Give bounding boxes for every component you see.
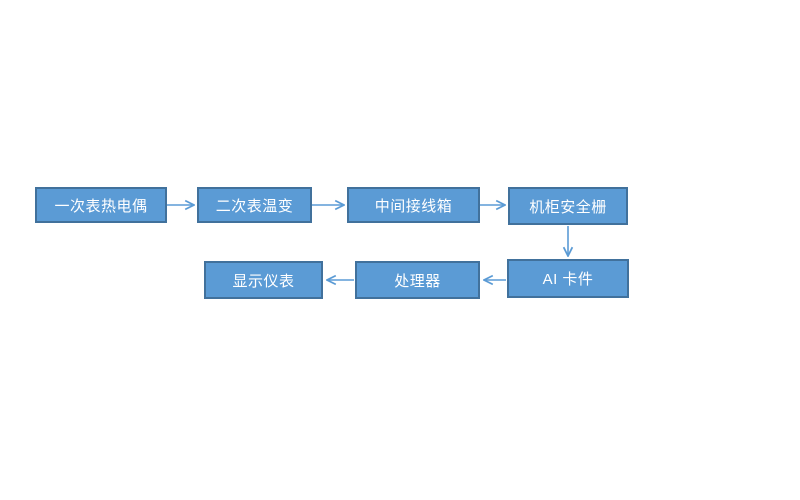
node-secondary-temp-transmitter: 二次表温变 [197, 187, 312, 223]
node-cabinet-safety-barrier: 机柜安全栅 [508, 187, 628, 225]
node-label: 二次表温变 [215, 197, 294, 215]
node-processor: 处理器 [355, 261, 480, 299]
node-ai-card: AI 卡件 [507, 259, 629, 298]
node-display-instrument: 显示仪表 [204, 261, 323, 299]
node-intermediate-junction-box: 中间接线箱 [347, 187, 480, 223]
node-primary-thermocouple: 一次表热电偶 [35, 187, 167, 223]
node-label: 机柜安全栅 [529, 198, 607, 216]
node-label: 处理器 [394, 272, 441, 290]
node-label: 显示仪表 [232, 272, 295, 290]
node-label: AI 卡件 [542, 271, 594, 288]
node-label: 一次表热电偶 [54, 197, 148, 215]
node-label: 中间接线箱 [374, 197, 453, 215]
